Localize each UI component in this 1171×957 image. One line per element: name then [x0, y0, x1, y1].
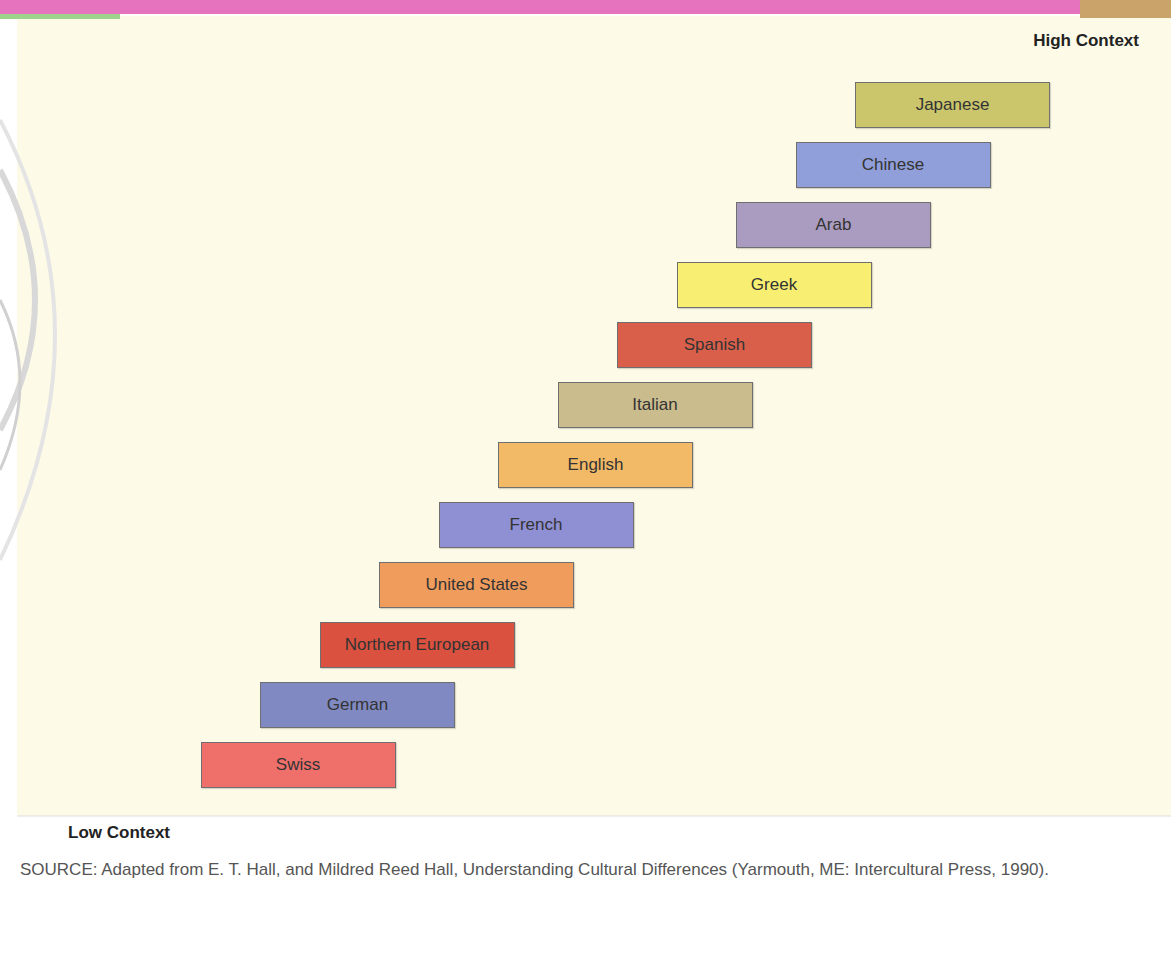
culture-name: Spanish: [676, 335, 753, 355]
culture-box: Italian: [558, 382, 753, 428]
culture-box: Greek: [677, 262, 872, 308]
decor-arc: [0, 170, 35, 430]
culture-box: Swiss: [201, 742, 396, 788]
culture-name: French: [502, 515, 571, 535]
axis-label: High Context: [1033, 31, 1139, 51]
decor-arc: [0, 120, 55, 560]
culture-name: United States: [417, 575, 535, 595]
culture-name: Italian: [624, 395, 685, 415]
panel-edge: [17, 816, 1171, 817]
culture-name: German: [319, 695, 396, 715]
culture-box: Northern European: [320, 622, 515, 668]
culture-name: Arab: [808, 215, 860, 235]
accent-line: [0, 14, 120, 19]
culture-name: Swiss: [268, 755, 328, 775]
corner-image: [1080, 0, 1171, 18]
culture-box: Japanese: [855, 82, 1050, 128]
culture-box: Chinese: [796, 142, 991, 188]
cream-panel: [17, 16, 1171, 816]
decor-arc: [0, 300, 20, 470]
culture-box: German: [260, 682, 455, 728]
culture-box: English: [498, 442, 693, 488]
culture-name: Northern European: [337, 635, 498, 655]
culture-name: Japanese: [908, 95, 998, 115]
source-caption: SOURCE: Adapted from E. T. Hall, and Mil…: [20, 858, 1150, 883]
culture-box: United States: [379, 562, 574, 608]
culture-box: Spanish: [617, 322, 812, 368]
culture-name: Greek: [743, 275, 805, 295]
top-bar: [0, 0, 1171, 14]
axis-label: Low Context: [68, 823, 170, 843]
culture-name: English: [560, 455, 632, 475]
culture-name: Chinese: [854, 155, 932, 175]
culture-box: Arab: [736, 202, 931, 248]
culture-box: French: [439, 502, 634, 548]
